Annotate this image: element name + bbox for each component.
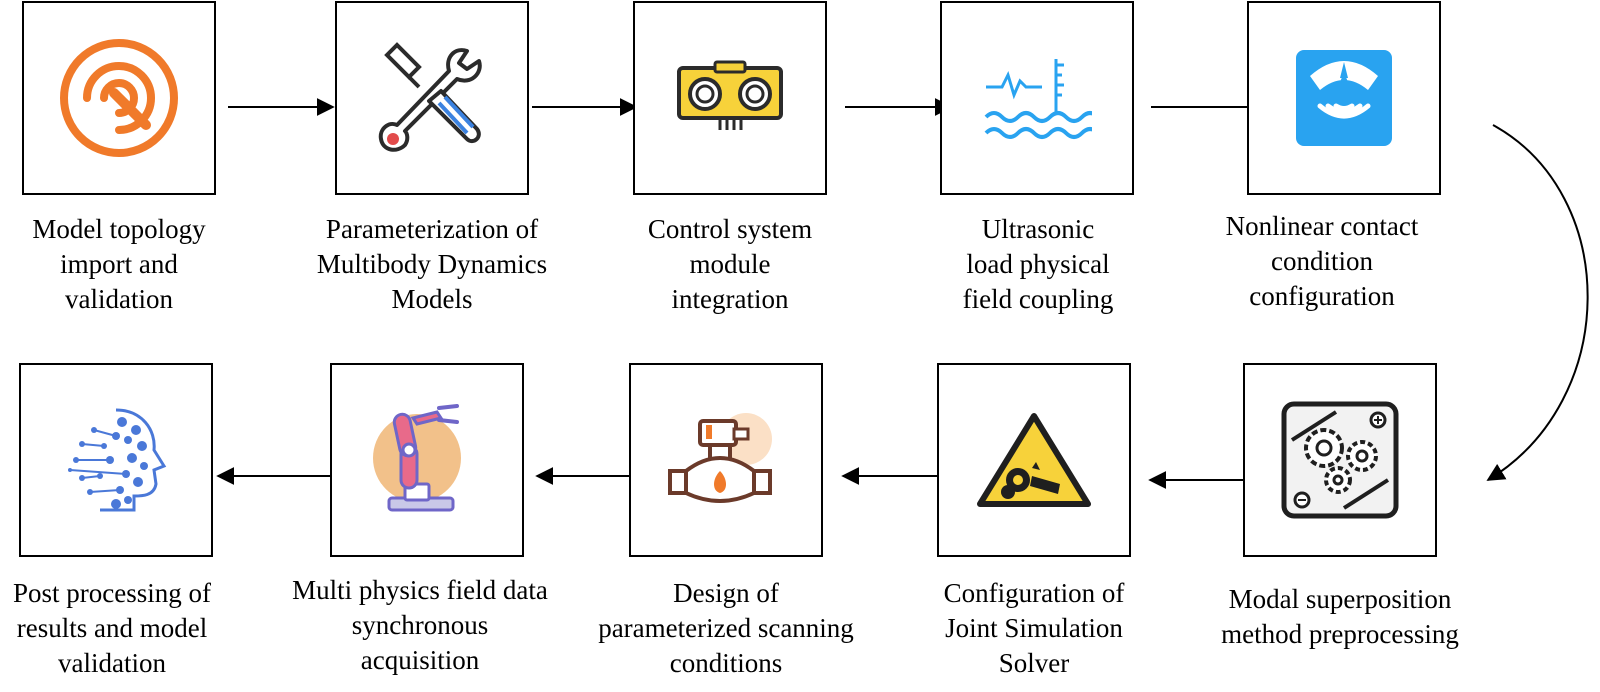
gears-panel-icon	[1281, 401, 1399, 519]
step-5-label: Nonlinear contact condition configuratio…	[1225, 211, 1419, 311]
step-3-box	[633, 1, 827, 195]
robot-arm-icon	[373, 404, 461, 512]
step-6-label: Modal superposition method preprocessing	[1221, 584, 1459, 649]
step-1-label: Model topology import and validation	[32, 214, 206, 314]
step-8-box	[629, 363, 823, 557]
water-level-signal-icon	[984, 59, 1092, 139]
step-8-label: Design of parameterized scanning conditi…	[598, 578, 854, 678]
gauge-sensor-icon	[1296, 50, 1392, 146]
step-9-label: Multi physics field data synchronous acq…	[292, 575, 548, 675]
valve-fuel-icon	[668, 413, 772, 503]
gear-warning-icon	[977, 413, 1091, 507]
step-10-box	[19, 363, 213, 557]
step-2-box	[335, 1, 529, 195]
step-9-box	[330, 363, 524, 557]
step-7-label: Configuration of Joint Simulation Solver	[943, 578, 1125, 678]
step-4-box	[940, 1, 1134, 195]
arrow-5-6-curve	[1486, 124, 1589, 481]
step-6-box	[1243, 363, 1437, 557]
target-touch-icon	[60, 39, 178, 157]
step-2-label: Parameterization of Multibody Dynamics M…	[316, 214, 548, 314]
step-4-label: Ultrasonic load physical field coupling	[962, 214, 1114, 314]
control-module-icon	[677, 60, 783, 130]
step-1-box	[22, 1, 216, 195]
step-5-box	[1247, 1, 1441, 195]
tools-icon	[378, 42, 482, 152]
step-10-label: Post processing of results and model val…	[13, 578, 211, 678]
step-7-box	[937, 363, 1131, 557]
ai-head-icon	[68, 408, 167, 512]
step-3-label: Control system module integration	[647, 214, 813, 314]
